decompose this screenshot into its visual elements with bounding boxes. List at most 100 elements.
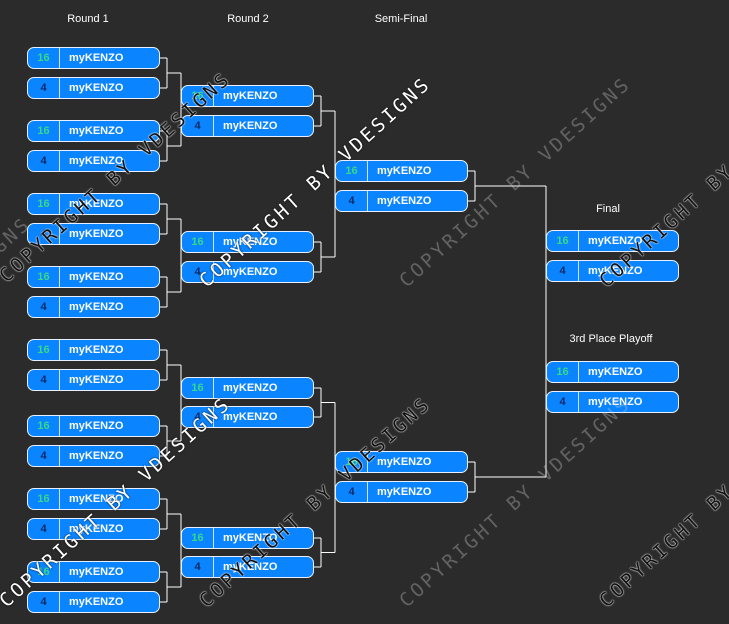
final-team-slot[interactable]: 16 myKENZO	[546, 230, 679, 252]
team-seed: 16	[336, 452, 368, 472]
team-seed: 16	[28, 48, 60, 68]
team-name: myKENZO	[377, 456, 432, 468]
round1-team-slot[interactable]: 16 myKENZO	[27, 488, 160, 510]
third-team-slot[interactable]: 16 myKENZO	[546, 361, 679, 383]
team-seed: 16	[28, 416, 60, 436]
team-seed: 16	[28, 121, 60, 141]
third-team-slot[interactable]: 4 myKENZO	[546, 391, 679, 413]
team-seed: 4	[28, 224, 60, 244]
final-header: Final	[596, 203, 620, 215]
semi-final-header: Semi-Final	[374, 13, 428, 25]
final-team-slot[interactable]: 4 myKENZO	[546, 260, 679, 282]
team-name: myKENZO	[588, 265, 643, 277]
round1-team-slot[interactable]: 4 myKENZO	[27, 150, 160, 172]
team-name: myKENZO	[223, 382, 278, 394]
team-name: myKENZO	[223, 532, 278, 544]
team-name: myKENZO	[69, 596, 124, 608]
team-seed: 16	[547, 231, 579, 251]
team-seed: 4	[336, 191, 368, 211]
round2-team-slot[interactable]: 16 myKENZO	[181, 231, 314, 253]
round1-team-slot[interactable]: 16 myKENZO	[27, 120, 160, 142]
round1-team-slot[interactable]: 4 myKENZO	[27, 518, 160, 540]
team-name: myKENZO	[69, 566, 124, 578]
team-seed: 16	[547, 362, 579, 382]
round1-team-slot[interactable]: 4 myKENZO	[27, 77, 160, 99]
team-seed: 4	[547, 261, 579, 281]
round1-team-slot[interactable]: 16 myKENZO	[27, 339, 160, 361]
semi-team-slot[interactable]: 16 myKENZO	[335, 160, 468, 182]
team-name: myKENZO	[223, 236, 278, 248]
team-seed: 4	[28, 78, 60, 98]
round1-header: Round 1	[67, 13, 109, 25]
team-seed: 4	[182, 116, 214, 136]
team-name: myKENZO	[69, 420, 124, 432]
round1-team-slot[interactable]: 4 myKENZO	[27, 369, 160, 391]
round1-team-slot[interactable]: 4 myKENZO	[27, 591, 160, 613]
team-name: myKENZO	[69, 344, 124, 356]
round1-team-slot[interactable]: 4 myKENZO	[27, 296, 160, 318]
round1-team-slot[interactable]: 4 myKENZO	[27, 445, 160, 467]
team-seed: 16	[28, 194, 60, 214]
team-name: myKENZO	[223, 90, 278, 102]
team-name: myKENZO	[223, 266, 278, 278]
team-name: myKENZO	[69, 374, 124, 386]
team-name: myKENZO	[69, 52, 124, 64]
team-seed: 4	[28, 446, 60, 466]
team-name: myKENZO	[588, 366, 643, 378]
team-seed: 4	[182, 557, 214, 577]
team-name: myKENZO	[588, 396, 643, 408]
team-seed: 4	[547, 392, 579, 412]
team-name: myKENZO	[69, 523, 124, 535]
semi-team-slot[interactable]: 16 myKENZO	[335, 451, 468, 473]
third-place-header: 3rd Place Playoff	[569, 333, 653, 345]
team-name: myKENZO	[377, 486, 432, 498]
team-name: myKENZO	[69, 493, 124, 505]
team-name: myKENZO	[223, 561, 278, 573]
round2-team-slot[interactable]: 4 myKENZO	[181, 556, 314, 578]
team-name: myKENZO	[588, 235, 643, 247]
team-seed: 16	[336, 161, 368, 181]
team-seed: 4	[28, 592, 60, 612]
team-seed: 16	[182, 232, 214, 252]
team-seed: 4	[28, 519, 60, 539]
round2-header: Round 2	[227, 13, 269, 25]
team-name: myKENZO	[69, 82, 124, 94]
round1-team-slot[interactable]: 16 myKENZO	[27, 415, 160, 437]
round2-team-slot[interactable]: 4 myKENZO	[181, 261, 314, 283]
round1-team-slot[interactable]: 16 myKENZO	[27, 266, 160, 288]
round2-team-slot[interactable]: 16 myKENZO	[181, 377, 314, 399]
team-name: myKENZO	[377, 165, 432, 177]
team-seed: 16	[28, 489, 60, 509]
semi-team-slot[interactable]: 4 myKENZO	[335, 190, 468, 212]
team-seed: 4	[182, 262, 214, 282]
team-seed: 4	[28, 151, 60, 171]
team-seed: 16	[182, 378, 214, 398]
team-name: myKENZO	[69, 271, 124, 283]
round2-team-slot[interactable]: 4 myKENZO	[181, 115, 314, 137]
team-name: myKENZO	[69, 198, 124, 210]
team-name: myKENZO	[223, 120, 278, 132]
team-name: myKENZO	[69, 301, 124, 313]
team-seed: 4	[182, 407, 214, 427]
round1-team-slot[interactable]: 4 myKENZO	[27, 223, 160, 245]
team-seed: 16	[28, 267, 60, 287]
round1-team-slot[interactable]: 16 myKENZO	[27, 47, 160, 69]
team-seed: 4	[28, 297, 60, 317]
team-name: myKENZO	[223, 411, 278, 423]
round2-team-slot[interactable]: 4 myKENZO	[181, 406, 314, 428]
team-seed: 16	[28, 340, 60, 360]
round1-team-slot[interactable]: 16 myKENZO	[27, 193, 160, 215]
semi-team-slot[interactable]: 4 myKENZO	[335, 481, 468, 503]
team-seed: 4	[336, 482, 368, 502]
round2-team-slot[interactable]: 16 myKENZO	[181, 527, 314, 549]
team-seed: 4	[28, 370, 60, 390]
team-seed: 16	[182, 528, 214, 548]
team-name: myKENZO	[69, 450, 124, 462]
team-name: myKENZO	[69, 125, 124, 137]
team-name: myKENZO	[69, 155, 124, 167]
team-name: myKENZO	[377, 195, 432, 207]
team-name: myKENZO	[69, 228, 124, 240]
